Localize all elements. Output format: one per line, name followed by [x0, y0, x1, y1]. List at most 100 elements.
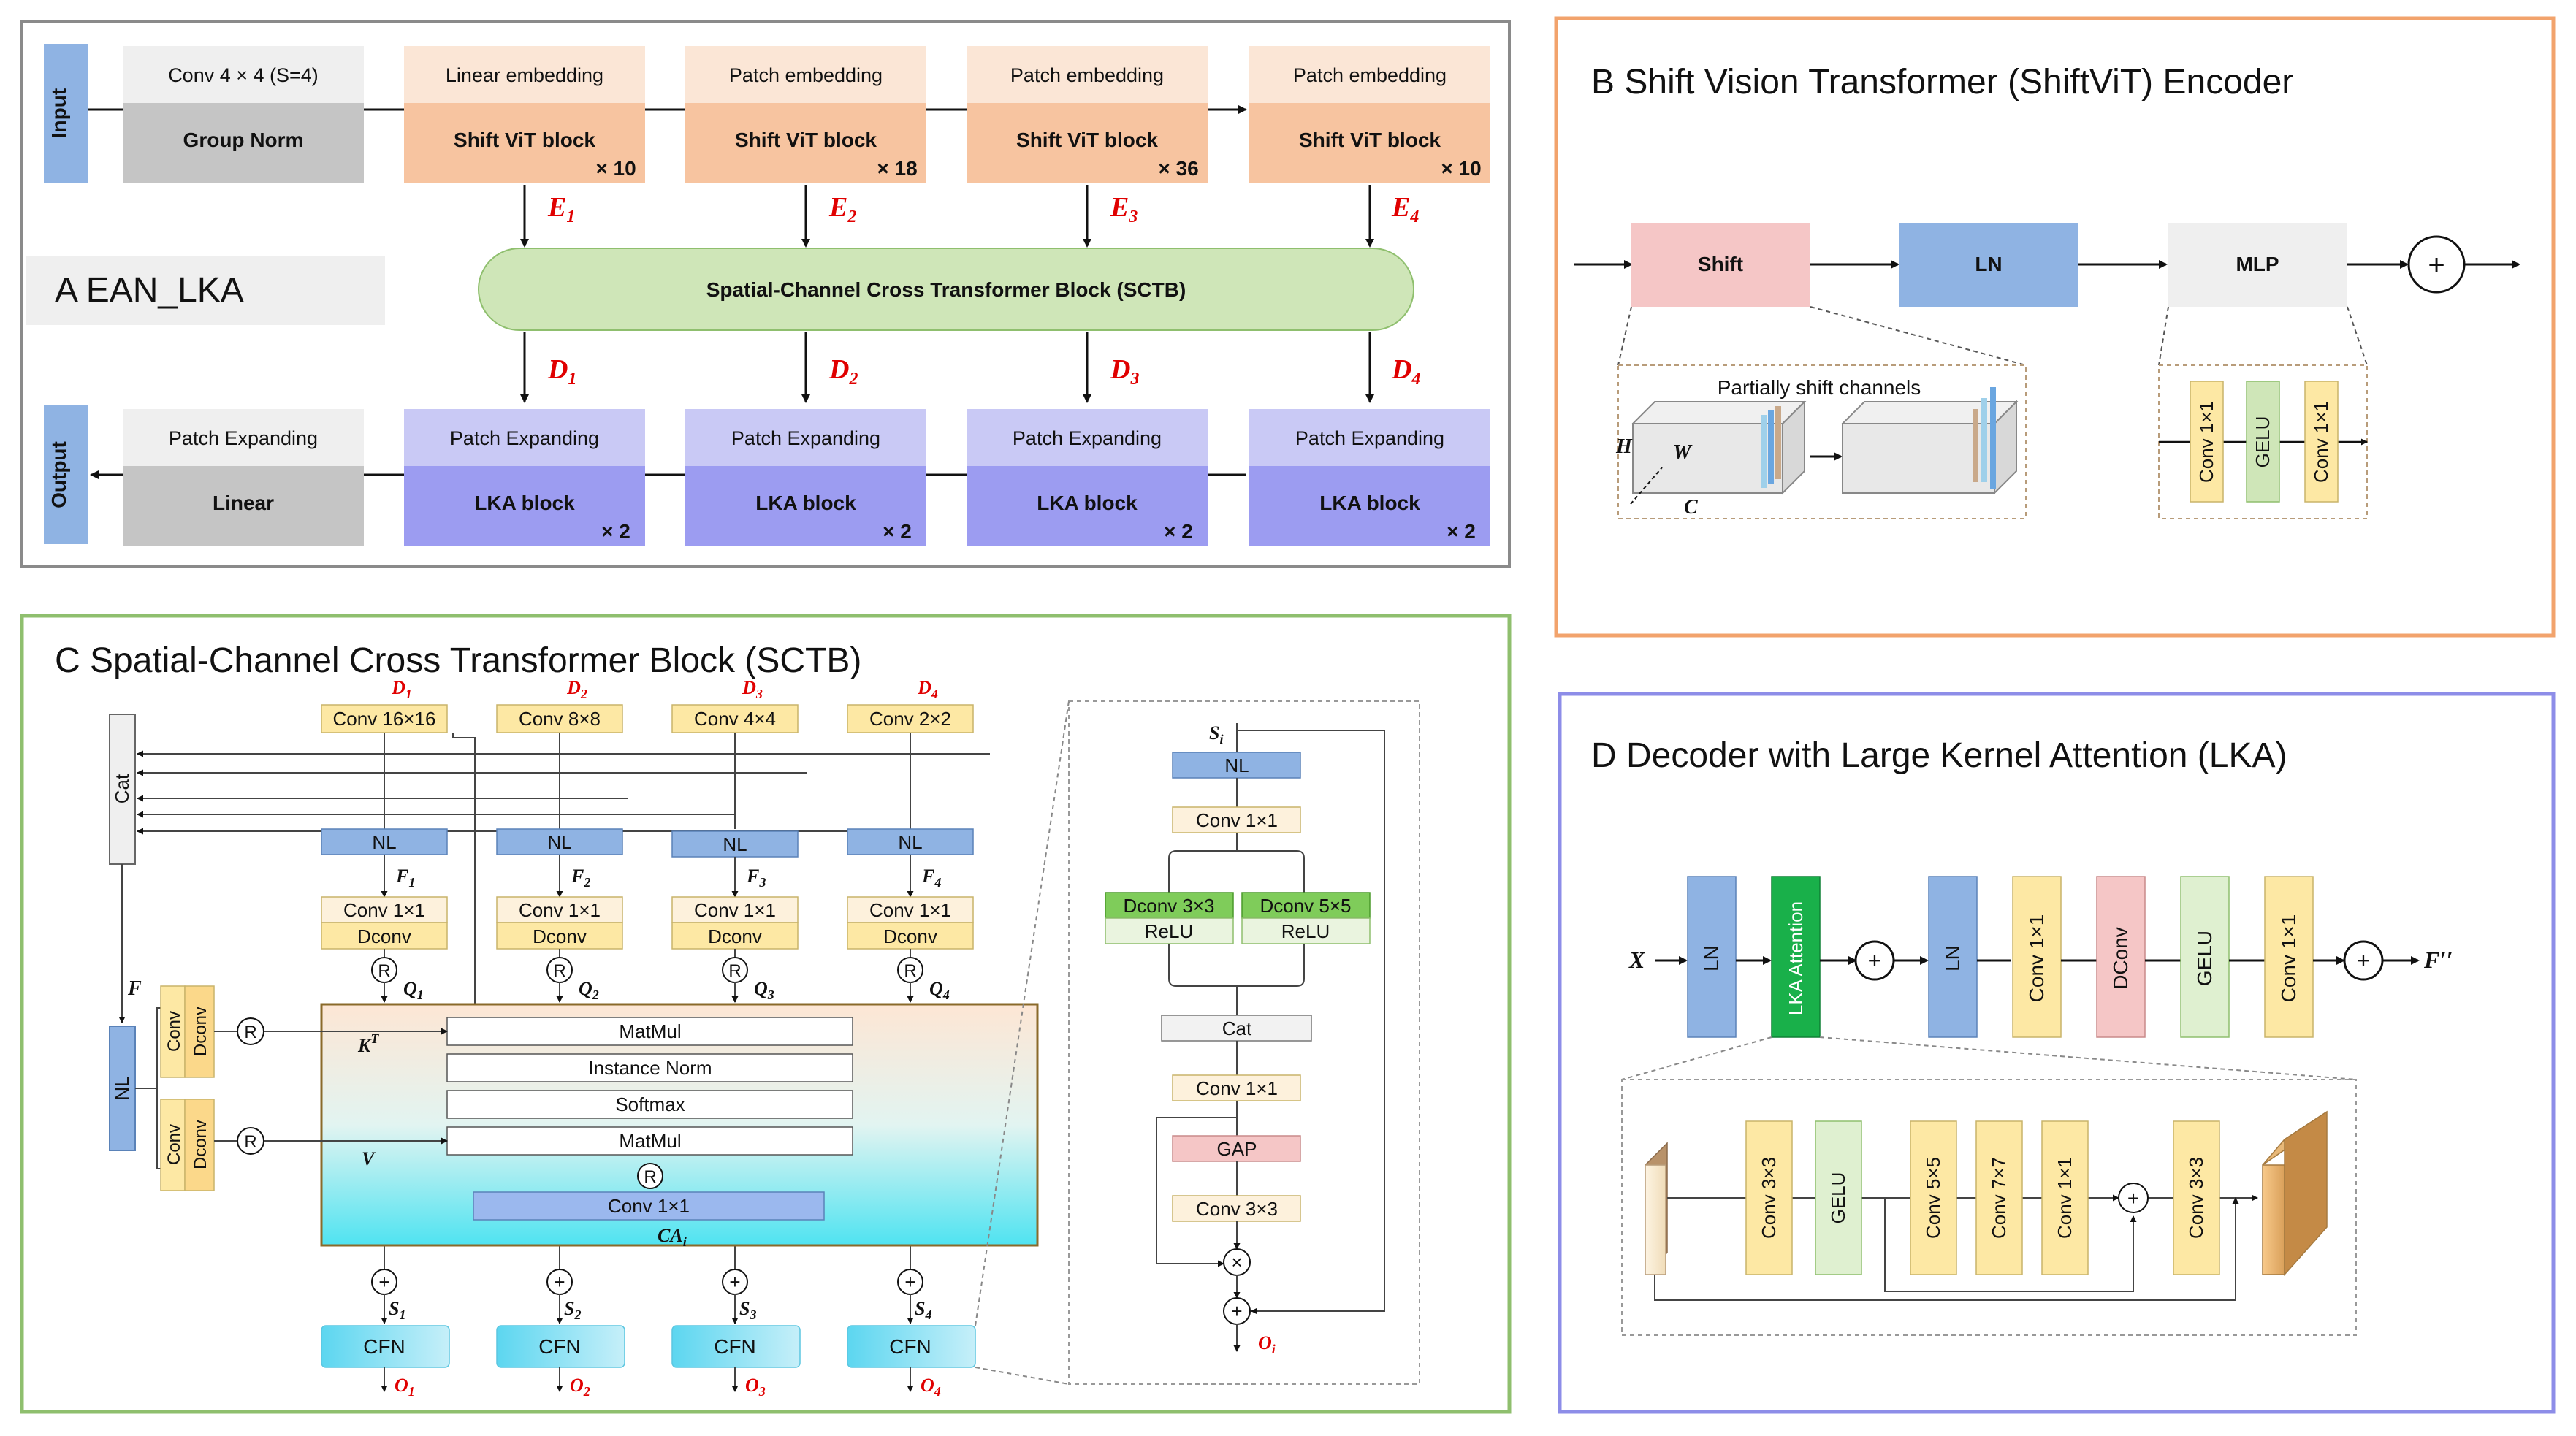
dec-top-label: Patch Expanding — [169, 427, 318, 449]
panel-a: Input Output Conv 4 × 4 (S=4) Group Norm… — [20, 20, 1511, 568]
panel-d: D Decoder with Large Kernel Attention (L… — [1558, 692, 2556, 1414]
branch-1: D1 Conv 16×16 NL F1 Conv 1×1 Dconv R Q1 … — [321, 677, 450, 1399]
branch-2: D2 Conv 8×8 NL F2 Conv 1×1 Dconv R Q2 + … — [496, 677, 625, 1399]
fpp-label: F′′ — [2423, 947, 2453, 973]
svg-text:Conv 7×7: Conv 7×7 — [1988, 1157, 2010, 1239]
branch-s-label: S2 — [564, 1298, 581, 1322]
panel-c-title: C Spatial-Channel Cross Transformer Bloc… — [55, 641, 861, 680]
feature-cube-before-icon — [1630, 400, 1807, 505]
branch-4: D4 Conv 2×2 NL F4 Conv 1×1 Dconv R Q4 + … — [847, 677, 976, 1399]
shift-label: Shift — [1698, 253, 1743, 275]
dec-mult: × 2 — [883, 520, 912, 543]
panel-d-frame — [1558, 692, 2556, 1414]
output-label: Output — [47, 441, 70, 508]
svg-text:ReLU: ReLU — [1281, 920, 1330, 942]
residual-lines — [452, 733, 476, 1245]
kv-conv-upper: Conv Dconv — [160, 985, 215, 1078]
cat-label: Cat — [111, 774, 133, 803]
d2-label: D2 — [828, 354, 858, 389]
v-label: V — [362, 1148, 376, 1169]
w-label: W — [1673, 441, 1693, 464]
panel-d-title: D Decoder with Large Kernel Attention (L… — [1591, 736, 2287, 775]
panel-b-title: B Shift Vision Transformer (ShiftViT) En… — [1591, 63, 2293, 102]
mlp-conv2-label: Conv 1×1 — [2310, 401, 2332, 483]
enc-top-label: Patch embedding — [1010, 64, 1164, 86]
conv1x1-a — [2012, 876, 2062, 1038]
d3-label: D3 — [1110, 354, 1139, 389]
encoder-stage-4: Patch embedding Shift ViT block × 10 — [1249, 46, 1490, 183]
panel-c: C Spatial-Channel Cross Transformer Bloc… — [20, 614, 1512, 1414]
decoder-stage-4: Patch Expanding LKA block × 2 — [1249, 409, 1490, 546]
gelu-block — [2180, 876, 2230, 1038]
svg-text:Conv 1×1: Conv 1×1 — [869, 899, 951, 921]
dec-mult: × 2 — [1447, 520, 1476, 543]
branch-f-label: F2 — [571, 866, 590, 890]
svg-text:Dconv 3×3: Dconv 3×3 — [1123, 895, 1214, 917]
input-bar — [44, 44, 88, 183]
svg-text:Dconv: Dconv — [533, 925, 587, 947]
partial-shift-label: Partially shift channels — [1718, 376, 1921, 399]
branch-d-label: D3 — [742, 677, 763, 701]
mlp-block — [2168, 223, 2347, 307]
lka-conv1 — [2041, 1120, 2089, 1275]
svg-text:Conv: Conv — [164, 1011, 184, 1052]
svg-text:Dconv 5×5: Dconv 5×5 — [1260, 895, 1351, 917]
decoder-stage-2: Patch Expanding LKA block × 2 — [685, 409, 926, 546]
h-label: H — [1615, 435, 1633, 458]
svg-text:+: + — [2127, 1187, 2139, 1210]
svg-text:Conv 1×1: Conv 1×1 — [1196, 809, 1278, 831]
e4-label: E4 — [1391, 192, 1419, 226]
cfn-label: CFN — [889, 1335, 931, 1358]
encoder-stage-3: Patch embedding Shift ViT block × 36 — [967, 46, 1208, 183]
branch-d-label: D4 — [917, 677, 938, 701]
cfn-detail: Si NL Conv 1×1 Dconv 3×3 ReLU Dconv 5×5 … — [1105, 722, 1385, 1356]
reshape-ca-icon — [637, 1163, 663, 1189]
enc-top-label: Patch embedding — [1293, 64, 1447, 86]
ln-2 — [1928, 876, 1978, 1038]
c-label: C — [1684, 496, 1698, 519]
svg-text:Conv 1×1: Conv 1×1 — [608, 1195, 690, 1217]
enc-mult: × 10 — [1441, 157, 1481, 180]
cfn-detail-box — [1068, 700, 1420, 1385]
svg-text:R: R — [904, 961, 916, 981]
svg-text:R: R — [553, 961, 565, 981]
svg-text:+: + — [904, 1271, 915, 1293]
svg-text:MatMul: MatMul — [619, 1130, 681, 1152]
svg-text:Softmax: Softmax — [615, 1093, 685, 1115]
e2-label: E2 — [828, 192, 856, 226]
svg-text:NL: NL — [547, 831, 571, 853]
instance-norm — [446, 1053, 853, 1082]
dec-bottom-label: LKA block — [474, 492, 575, 514]
svg-text:MatMul: MatMul — [619, 1020, 681, 1042]
lka-add-icon — [2118, 1183, 2149, 1213]
mlp-label: MLP — [2236, 253, 2279, 275]
e3-label: E3 — [1110, 192, 1138, 226]
enc-bottom-label: Shift ViT block — [735, 129, 877, 151]
branch-o-label: O2 — [570, 1375, 590, 1399]
panel-b: B Shift Vision Transformer (ShiftViT) En… — [1554, 16, 2556, 638]
dec-bottom-label: Linear — [213, 492, 274, 514]
lka-conv3-b — [2173, 1120, 2220, 1275]
dec-bottom-label: LKA block — [755, 492, 856, 514]
svg-text:+: + — [378, 1271, 389, 1293]
svg-text:Conv 5×5: Conv 5×5 — [1922, 1157, 1944, 1239]
cfn-o-label: Oi — [1258, 1332, 1276, 1356]
branch-conv-label: Conv 8×8 — [519, 708, 601, 730]
svg-text:GELU: GELU — [1827, 1172, 1849, 1224]
shift-block — [1631, 223, 1810, 307]
svg-text:Instance Norm: Instance Norm — [588, 1057, 712, 1079]
svg-text:LKA Attention: LKA Attention — [1785, 901, 1807, 1015]
svg-text:Conv 1×1: Conv 1×1 — [2277, 914, 2300, 1003]
enc-top-label: Conv 4 × 4 (S=4) — [168, 64, 319, 86]
dec-mult: × 2 — [1164, 520, 1193, 543]
encoder-output-arrows: E1 E2 E3 E4 — [520, 185, 1419, 248]
svg-text:Dconv: Dconv — [191, 1007, 210, 1056]
decoder-stage-1: Patch Expanding LKA block × 2 — [404, 409, 645, 546]
sctb-block — [478, 248, 1414, 331]
branch-o-label: O4 — [921, 1375, 941, 1399]
mlp-conv1-label: Conv 1×1 — [2195, 401, 2217, 483]
encoder-stage-1: Linear embedding Shift ViT block × 10 — [404, 46, 645, 183]
x-label: X — [1628, 947, 1645, 973]
svg-text:Conv 1×1: Conv 1×1 — [1196, 1077, 1278, 1099]
matmul-2 — [446, 1126, 853, 1156]
